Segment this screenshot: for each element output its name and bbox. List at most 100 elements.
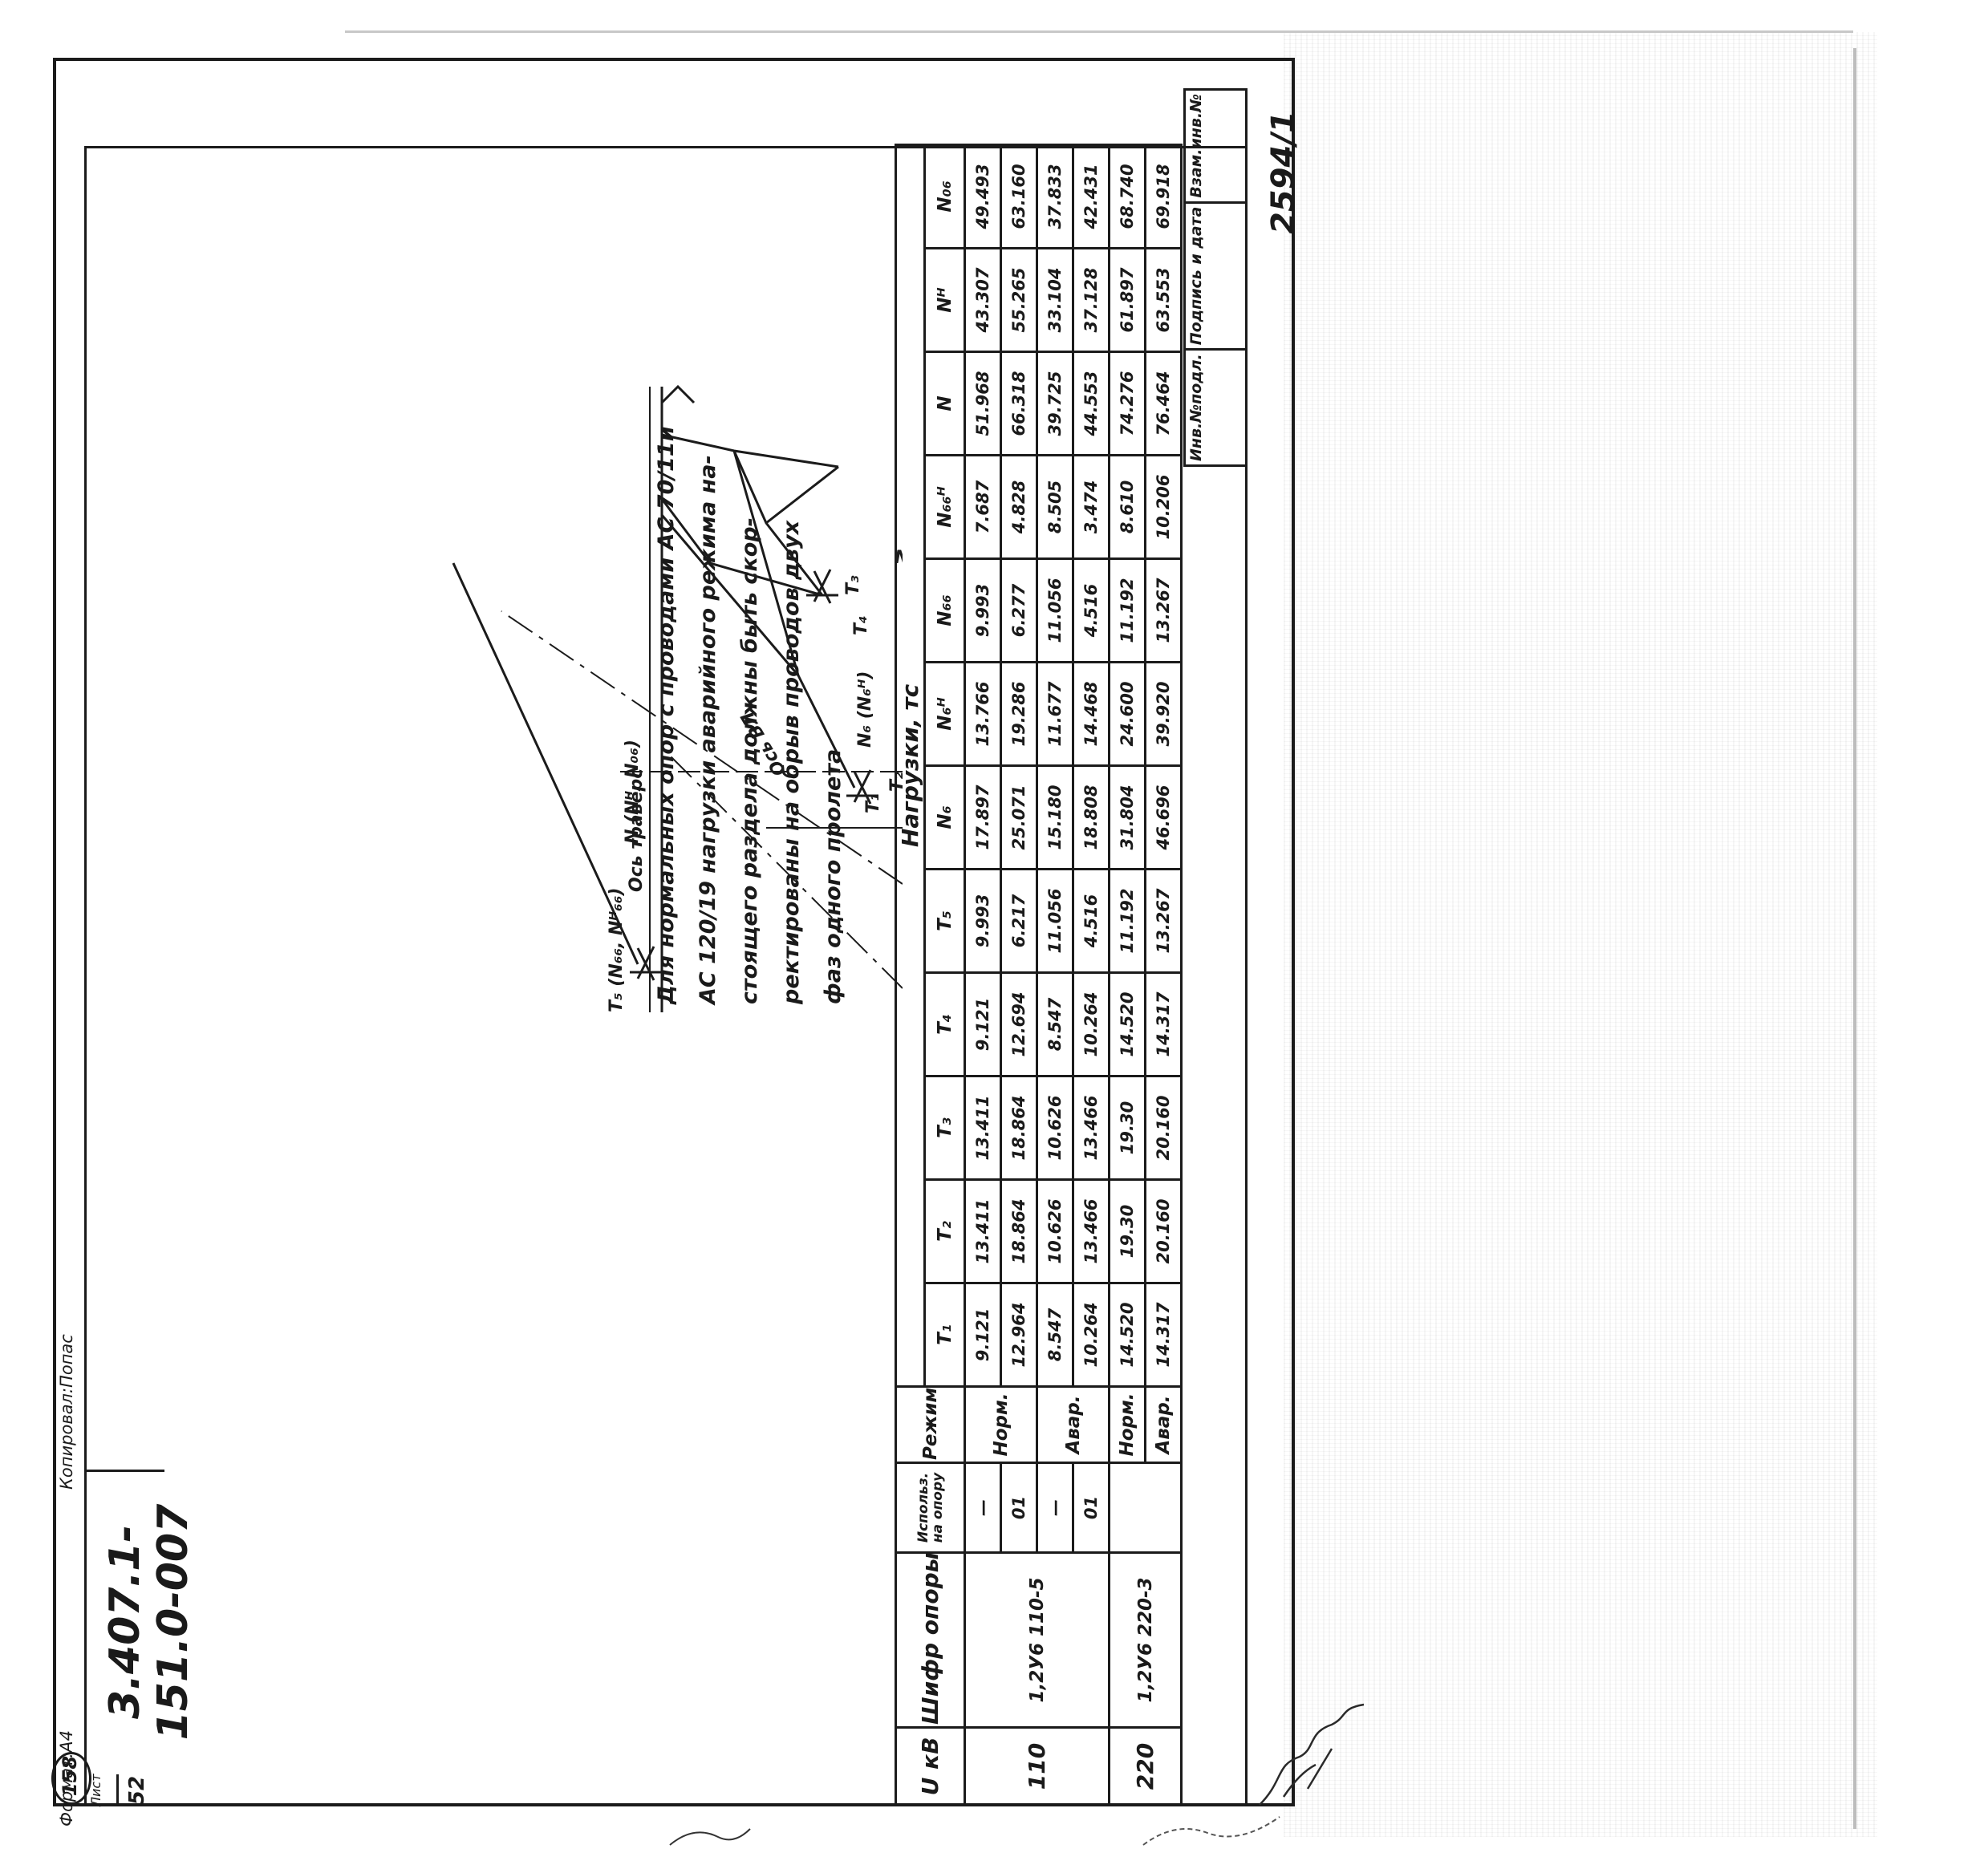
load-cell: 4.516 xyxy=(1073,869,1110,973)
tower-top xyxy=(660,384,696,404)
code-110: 1,2У6 110-5 xyxy=(964,1552,1110,1728)
margin-scribble xyxy=(669,1828,751,1846)
header-code: Шифр опоры xyxy=(895,1552,965,1728)
header-nh: Nᴴ xyxy=(924,248,965,352)
insulator-t3t4 xyxy=(806,569,838,604)
load-cell: 74.276 xyxy=(1109,351,1146,456)
load-cell: 3.474 xyxy=(1073,455,1110,559)
load-cell: 43.307 xyxy=(964,248,1001,352)
approval-stamp-row: Инв.№подл. Подпись и дата Взам.инв.№ xyxy=(1183,89,1248,467)
load-cell: 39.725 xyxy=(1037,351,1073,456)
load-cell: 20.160 xyxy=(1145,1076,1182,1180)
label-axis-traverse: Ось травёрс xyxy=(627,768,647,892)
sheet-number-box: Лист 52 xyxy=(84,1774,164,1806)
voltage-110: 110 xyxy=(964,1727,1110,1806)
load-cell: 25.071 xyxy=(1000,765,1037,870)
header-n6: N₆ xyxy=(924,765,965,870)
load-cell: 10.626 xyxy=(1037,1076,1073,1180)
use-cell: — xyxy=(1037,1462,1073,1553)
load-cell: 13.466 xyxy=(1073,1179,1110,1283)
page-number: 158 xyxy=(59,1755,81,1797)
loads-table: U кВ Шифр опоры Использ. на опору Режим … xyxy=(895,144,1182,1806)
header-n66h: N₆₆ᴴ xyxy=(924,455,965,559)
load-cell: 69.918 xyxy=(1145,144,1182,249)
load-cell: 18.864 xyxy=(1000,1179,1037,1283)
use-cell-empty xyxy=(1109,1462,1182,1553)
load-cell: 9.993 xyxy=(964,558,1001,663)
drawing-frame xyxy=(84,146,1248,1806)
label-axis-line: Ось ВЛ xyxy=(737,707,790,779)
load-cell: 63.160 xyxy=(1000,144,1037,249)
stamp-signature: Подпись и дата xyxy=(1184,202,1247,350)
header-n06: N₀₆ xyxy=(924,144,965,249)
header-t1: T₁ xyxy=(924,1283,965,1387)
label-n6-upper: N₆ (N₆ᴴ) xyxy=(895,548,903,568)
insulator-t1t2 xyxy=(846,769,878,805)
load-cell: 42.431 xyxy=(1073,144,1110,249)
axis-traverse-line xyxy=(661,747,903,989)
copied-by-label: Копировал:Попас xyxy=(57,1334,76,1490)
load-cell: 10.206 xyxy=(1145,455,1182,559)
load-cell: 13.411 xyxy=(964,1179,1001,1283)
sheet-number: 52 xyxy=(125,1775,149,1806)
lower-brace xyxy=(660,514,800,676)
label-t3: T₃ xyxy=(843,575,863,595)
load-cell: 9.993 xyxy=(964,869,1001,973)
mode-cell: Норм. xyxy=(1109,1386,1146,1463)
sheet-label: Лист xyxy=(88,1774,119,1806)
scribble-stroke xyxy=(669,1828,751,1846)
page-number-stamp: 158 xyxy=(51,1747,91,1806)
load-cell: 9.121 xyxy=(964,972,1001,1076)
use-cell: 01 xyxy=(1000,1462,1037,1553)
load-cell: 13.267 xyxy=(1145,558,1182,663)
load-cell: 10.264 xyxy=(1073,972,1110,1076)
load-cell: 19.30 xyxy=(1109,1076,1146,1180)
table-row: 110 1,2У6 110-5 — Норм. 9.121 13.411 13.… xyxy=(964,144,1110,1806)
insulator-t5 xyxy=(630,946,662,981)
paper-edge-top xyxy=(345,30,1853,33)
load-cell: 11.192 xyxy=(1109,869,1146,973)
axis-line xyxy=(501,610,903,885)
load-cell: 55.265 xyxy=(1000,248,1037,352)
table-row: 220 1,2У6 220-3 Норм. 14.520 19.30 19.30… xyxy=(1109,144,1182,1806)
stamp-replace: Взам.инв.№ xyxy=(1184,89,1247,203)
tower-structure xyxy=(452,384,856,1012)
margin-scribble-2 xyxy=(1142,1816,1280,1846)
load-cell: 10.626 xyxy=(1037,1179,1073,1283)
load-cell: 17.897 xyxy=(964,765,1001,870)
load-cell: 11.056 xyxy=(1037,869,1073,973)
label-t5: T₅ (N₆₆, Nᴴ₆₆) xyxy=(607,888,627,1012)
stamp-inventory: Инв.№подл. xyxy=(1184,349,1247,466)
load-cell: 18.864 xyxy=(1000,1076,1037,1180)
paper-edge-right xyxy=(1853,48,1856,1829)
mode-cell: Норм. xyxy=(964,1386,1037,1463)
header-t5: T₅ xyxy=(924,869,965,973)
load-cell: 13.766 xyxy=(964,662,1001,766)
load-cell: 68.740 xyxy=(1109,144,1146,249)
label-n6-lower: N₆ (N₆ᴴ) xyxy=(855,671,875,748)
load-cell: 6.277 xyxy=(1000,558,1037,663)
header-t3: T₃ xyxy=(924,1076,965,1180)
header-n: N xyxy=(924,351,965,456)
load-cell: 13.466 xyxy=(1073,1076,1110,1180)
load-cell: 11.192 xyxy=(1109,558,1146,663)
load-cell: 14.520 xyxy=(1109,1283,1146,1387)
load-cell: 4.516 xyxy=(1073,558,1110,663)
signature-stroke xyxy=(1259,1703,1365,1806)
load-cell: 31.804 xyxy=(1109,765,1146,870)
load-cell: 20.160 xyxy=(1145,1179,1182,1283)
load-cell: 13.267 xyxy=(1145,869,1182,973)
approval-stamp-table: Инв.№подл. Подпись и дата Взам.инв.№ xyxy=(1183,88,1248,467)
load-cell: 14.468 xyxy=(1073,662,1110,766)
load-cell: 49.493 xyxy=(964,144,1001,249)
label-t2: T₂ xyxy=(887,772,903,792)
load-cell: 33.104 xyxy=(1037,248,1073,352)
title-block: 3.407.1-151.0-007 xyxy=(84,1470,197,1774)
right-crossarm xyxy=(452,562,639,965)
header-t2: T₂ xyxy=(924,1179,965,1283)
inventory-number: 2594/1 xyxy=(1265,111,1302,234)
load-cell: 44.553 xyxy=(1073,351,1110,456)
load-cell: 8.547 xyxy=(1037,972,1073,1076)
crossarm-brace-3 xyxy=(660,498,823,597)
load-cell: 37.128 xyxy=(1073,248,1110,352)
